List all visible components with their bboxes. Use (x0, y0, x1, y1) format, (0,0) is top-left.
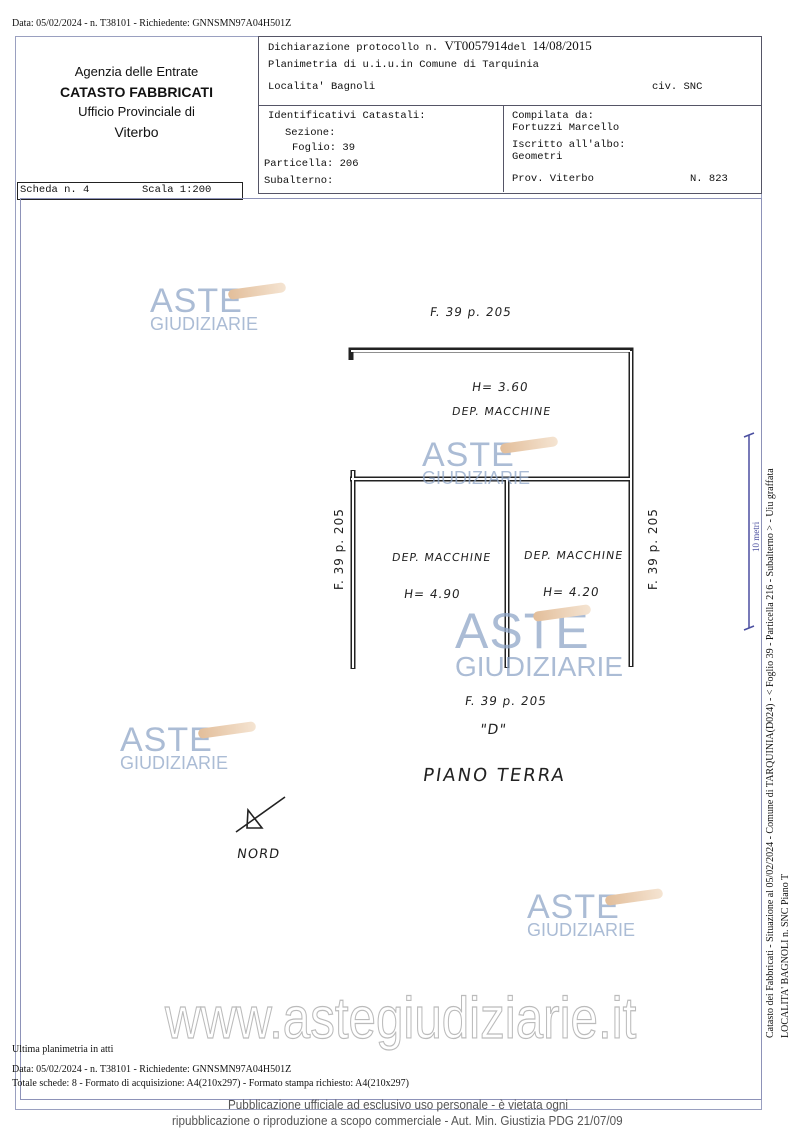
drawing-frame (20, 198, 762, 1100)
compiler-name: Fortuzzi Marcello (512, 122, 620, 134)
civic-number: civ. SNC (652, 81, 703, 93)
plan-letter: "D" (478, 722, 508, 738)
watermark-notice1: Pubblicazione ufficiale ad esclusivo uso… (228, 1097, 568, 1112)
neighbor-top: F. 39 p. 205 (429, 305, 513, 319)
registration-number: N. 823 (690, 173, 728, 185)
neighbor-right: F. 39 p. 205 (646, 508, 660, 590)
department: CATASTO FABBRICATI (60, 84, 213, 100)
room2-height: H= 4.90 (403, 587, 462, 601)
watermark-notice2: ripubblicazione o riproduzione a scopo c… (172, 1113, 623, 1128)
subalterno: Subalterno: (264, 175, 334, 187)
room3-height: H= 4.20 (542, 585, 601, 599)
locality: Localita' Bagnoli (268, 81, 376, 93)
sheet-number: Scheda n. 4 (20, 184, 90, 196)
neighbor-bottom: F. 39 p. 205 (464, 694, 548, 708)
north-label: NORD (235, 847, 282, 862)
room2-label: DEP. MACCHINE (391, 551, 493, 564)
neighbor-left: F. 39 p. 205 (332, 508, 346, 590)
albo: Geometri (512, 151, 563, 163)
particella: Particella: 206 (264, 158, 359, 170)
compiler-label: Compilata da: (512, 110, 594, 122)
footer-meta: Data: 05/02/2024 - n. T38101 - Richieden… (12, 1064, 292, 1075)
sheet-box: Scheda n. 4 Scala 1:200 (17, 182, 243, 200)
foglio: Foglio: 39 (292, 142, 356, 154)
room1-label: DEP. MACCHINE (451, 405, 553, 418)
protocol-number: VT0057914 (444, 38, 508, 53)
office-name: Ufficio Provinciale di (78, 104, 195, 119)
room1-height: H= 3.60 (471, 380, 530, 394)
agency-name: Agenzia delle Entrate (74, 64, 199, 79)
footer-format: Totale schede: 8 - Formato di acquisizio… (12, 1078, 409, 1089)
scale: Scala 1:200 (142, 184, 212, 196)
floor-label: PIANO TERRA (421, 765, 568, 786)
del-label: del (507, 42, 527, 54)
footer-last-plan: Ultima planimetria in atti (12, 1044, 114, 1055)
room3-label: DEP. MACCHINE (523, 549, 625, 562)
north-arrow-icon (235, 796, 286, 833)
protocol-label: Dichiarazione protocollo n. (268, 42, 439, 54)
office-block: Agenzia delle Entrate CATASTO FABBRICATI… (15, 62, 258, 142)
side-text-line1: Catasto dei Fabbricati - Situazione al 0… (765, 468, 776, 1038)
divider (503, 105, 504, 192)
top-meta: Data: 05/02/2024 - n. T38101 - Richieden… (12, 18, 292, 29)
province: Prov. Viterbo (512, 173, 594, 185)
protocol-line: Dichiarazione protocollo n. VT0057914del… (268, 38, 592, 54)
divider (258, 105, 761, 106)
declaration-box (258, 36, 762, 194)
office-city: Viterbo (114, 124, 159, 140)
side-text-line2: LOCALITA' BAGNOLI n. SNC Piano T (780, 873, 791, 1038)
sezione: Sezione: (285, 127, 336, 139)
identifiers-title: Identificativi Catastali: (268, 110, 426, 122)
scale-bar-label: 10 metri (751, 521, 761, 552)
scale-bar (743, 432, 755, 631)
albo-label: Iscritto all'albo: (512, 139, 626, 151)
watermark-site: www.astegiudiziarie.it (164, 985, 637, 1051)
plan-municipality: Planimetria di u.i.u.in Comune di Tarqui… (268, 59, 539, 71)
protocol-date: 14/08/2015 (532, 38, 592, 53)
